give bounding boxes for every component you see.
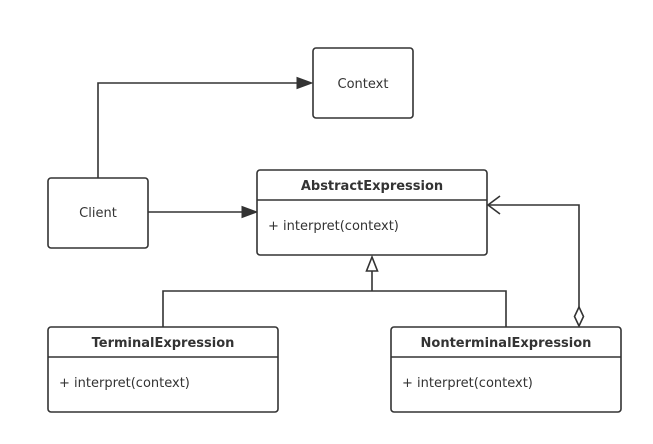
node-context-label: Context — [338, 77, 389, 92]
class-method: + interpret(context) — [59, 376, 190, 391]
node-context[interactable]: Context — [312, 47, 414, 119]
edge-client-to-context — [97, 76, 314, 178]
class-name: TerminalExpression — [92, 336, 235, 351]
node-abstract-expression[interactable]: AbstractExpression + interpret(context) — [256, 169, 488, 256]
class-method: + interpret(context) — [402, 376, 533, 391]
generalization-arrowhead — [365, 254, 379, 272]
edge-generalization — [162, 254, 507, 327]
aggregation-diamond — [573, 305, 585, 328]
node-nonterminal-expression[interactable]: NonterminalExpression + interpret(contex… — [390, 326, 622, 413]
association-arrowhead — [296, 76, 314, 90]
class-method: + interpret(context) — [268, 219, 399, 234]
node-client-label: Client — [79, 206, 117, 221]
node-terminal-expression[interactable]: TerminalExpression + interpret(context) — [47, 326, 279, 413]
edge-client-to-abstract-expression — [148, 205, 259, 219]
class-name: AbstractExpression — [301, 179, 443, 194]
class-name: NonterminalExpression — [421, 336, 592, 351]
association-arrowhead — [241, 205, 259, 219]
node-client[interactable]: Client — [47, 177, 149, 249]
aggregation-open-arrowhead — [486, 195, 501, 215]
edge-aggregation — [486, 195, 585, 328]
